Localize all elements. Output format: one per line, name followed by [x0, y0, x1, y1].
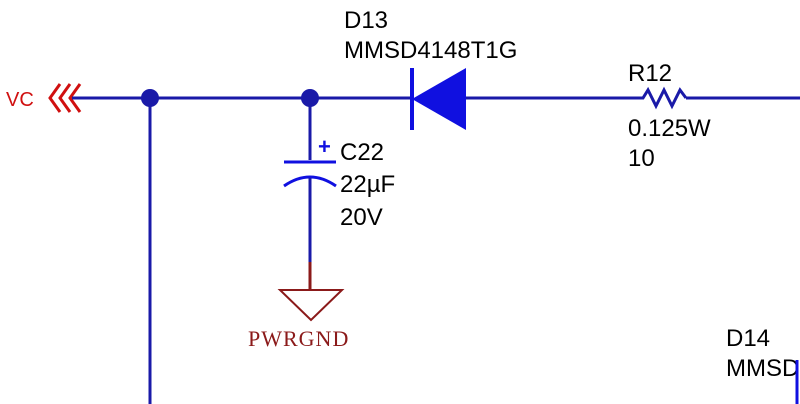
c22-polarity-mark: +	[318, 134, 331, 159]
d13-part-number: MMSD4148T1G	[344, 37, 517, 64]
vc-port-label: VC	[6, 89, 34, 111]
ground-label: PWRGND	[248, 326, 349, 351]
r12-value: 10	[628, 145, 655, 172]
d14-part-number: MMSD	[726, 355, 799, 382]
d13-diode-symbol[interactable]	[410, 68, 466, 130]
c22-plate-bottom[interactable]	[283, 175, 337, 188]
vc-port-symbol[interactable]	[48, 83, 82, 113]
c22-voltage: 20V	[340, 204, 383, 231]
r12-designator: R12	[628, 60, 672, 87]
d14-designator: D14	[726, 325, 770, 352]
r12-power-rating: 0.125W	[628, 115, 711, 142]
r12-resistor-symbol[interactable]	[638, 86, 688, 110]
c22-value: 22µF	[340, 171, 395, 198]
c22-designator: C22	[340, 139, 384, 166]
d13-designator: D13	[344, 7, 388, 34]
ground-icon[interactable]	[277, 289, 345, 322]
